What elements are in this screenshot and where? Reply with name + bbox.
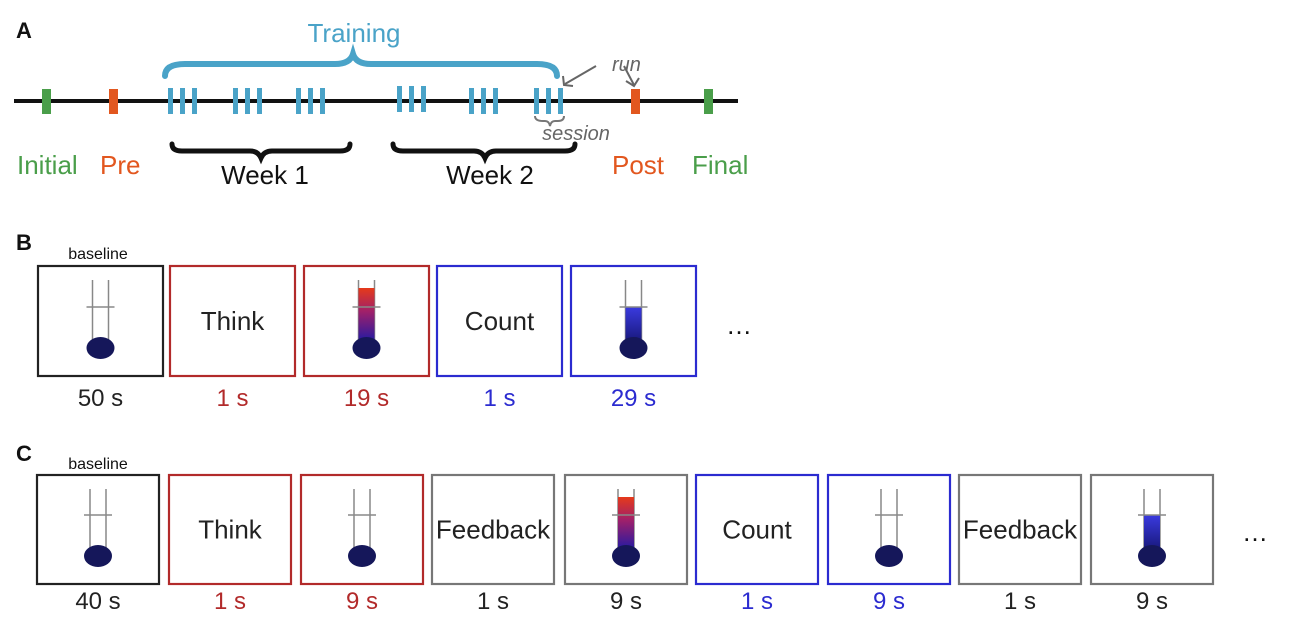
pre-marker [109,89,118,114]
thermometer-bulb [1138,545,1166,567]
thermometer-fill-low [625,307,642,340]
duration-label: 9 s [610,588,642,615]
duration-label: 29 s [611,385,656,412]
stimulus-frame [299,473,425,586]
baseline-label: baseline [68,456,128,473]
session-ticks [469,88,498,114]
frame-text: Feedback [436,515,551,545]
frame-text: Think [198,515,263,545]
panel-c-frame: Count 1 s [694,473,820,615]
initial-label: Initial [17,150,78,180]
thermometer-bulb [619,337,648,359]
final-label: Final [692,150,748,180]
session-ticks [534,88,563,114]
thermometer-bulb [86,337,115,359]
session-brace [534,115,565,127]
duration-label: 9 s [873,588,905,615]
post-marker [631,89,640,114]
session-ticks [296,88,325,114]
stimulus-frame [826,473,952,586]
training-label: Training [308,18,401,48]
baseline-label: baseline [68,246,128,263]
panel-c-frames: 40 s Think 1 s 9 s Feedback 1 s 9 s Count 1 s 9 s… [35,473,1215,615]
duration-label: 19 s [344,385,389,412]
training-brace [162,43,560,79]
panel-c-frame: Feedback 1 s [430,473,556,615]
ellipsis: … [1242,517,1268,547]
duration-label: 9 s [1136,588,1168,615]
duration-label: 1 s [216,385,248,412]
panel-a: A Training [14,18,748,190]
duration-label: 1 s [477,588,509,615]
panel-b-frames: 50 s Think 1 s 19 s Count 1 s 29 s [36,264,698,412]
thermometer-fill-high [358,288,375,340]
stimulus-frame [694,473,820,586]
session-ticks [397,86,426,112]
panel-b-frame: 19 s [302,264,431,412]
thermometer-bulb [348,545,376,567]
thermometer-fill-high [618,497,634,548]
week2-label: Week 2 [446,160,534,190]
training-sessions [168,86,563,114]
final-marker [704,89,713,114]
duration-label: 1 s [741,588,773,615]
frame-text: Count [465,306,535,336]
stimulus-frame [35,473,161,586]
panel-c-frame: Think 1 s [167,473,293,615]
panel-c-frame: Feedback 1 s [957,473,1083,615]
duration-label: 1 s [483,385,515,412]
post-label: Post [612,150,665,180]
stimulus-frame [957,473,1083,586]
session-ticks [233,88,262,114]
stimulus-frame [36,264,165,378]
frame-text: Count [722,515,792,545]
session-ticks [168,88,197,114]
thermometer-bulb [84,545,112,567]
run-label: run [612,54,641,76]
panel-c-frame: 9 s [1089,473,1215,615]
run-arrow [562,65,640,88]
stimulus-frame [430,473,556,586]
panel-b-label: B [16,230,32,255]
panel-c-frame: 9 s [299,473,425,615]
stimulus-frame [435,264,564,378]
week1-label: Week 1 [221,160,309,190]
panel-c: C baseline 40 s Think 1 s 9 s Feedback 1 s 9 s… [16,441,1268,615]
week2-brace [390,141,578,165]
panel-b-frame: 50 s [36,264,165,412]
duration-label: 40 s [75,588,120,615]
frame-text: Think [201,306,266,336]
ellipsis: … [726,310,752,340]
thermometer-fill-low [1144,515,1160,548]
panel-c-label: C [16,441,32,466]
panel-c-frame: 40 s [35,473,161,615]
panel-b-frame: Count 1 s [435,264,564,412]
session-label: session [542,123,610,145]
thermometer-bulb [612,545,640,567]
initial-marker [42,89,51,114]
thermometer-bulb [352,337,381,359]
week1-brace [169,141,353,165]
duration-label: 9 s [346,588,378,615]
stimulus-frame [167,473,293,586]
thermometer-bulb [875,545,903,567]
duration-label: 1 s [214,588,246,615]
duration-label: 1 s [1004,588,1036,615]
panel-b-frame: Think 1 s [168,264,297,412]
stimulus-frame [168,264,297,378]
panel-a-label: A [16,18,32,43]
panel-c-frame: 9 s [563,473,689,615]
panel-b-frame: 29 s [569,264,698,412]
panel-c-frame: 9 s [826,473,952,615]
pre-label: Pre [100,150,140,180]
duration-label: 50 s [78,385,123,412]
frame-text: Feedback [963,515,1078,545]
